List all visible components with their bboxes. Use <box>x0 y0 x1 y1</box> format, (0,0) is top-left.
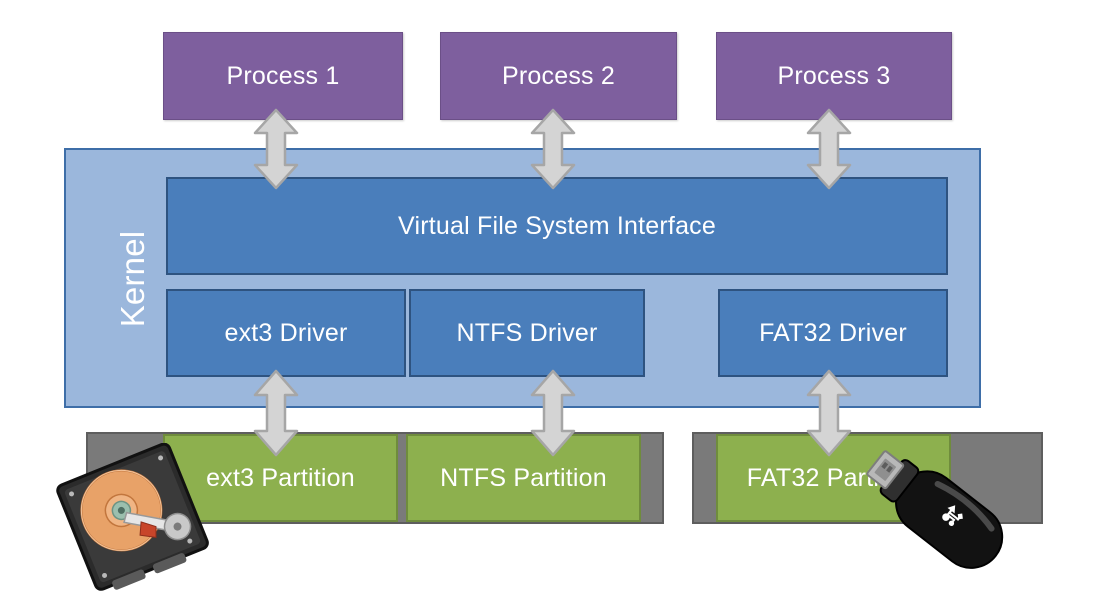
ntfs-partition-box: NTFS Partition <box>406 434 641 522</box>
arrow-process-1-to-vfs <box>253 108 299 190</box>
process-2-label: Process 2 <box>502 61 615 90</box>
fat32-driver-label: FAT32 Driver <box>759 318 907 347</box>
ext3-partition-box: ext3 Partition <box>163 434 398 522</box>
fat32-driver-box: FAT32 Driver <box>718 289 948 377</box>
ntfs-partition-label: NTFS Partition <box>440 463 607 492</box>
process-3-box: Process 3 <box>716 32 952 120</box>
ntfs-driver-label: NTFS Driver <box>456 318 598 347</box>
process-1-label: Process 1 <box>226 61 340 90</box>
arrow-process-3-to-vfs <box>806 108 852 190</box>
kernel-label: Kernel <box>114 230 151 328</box>
ext3-driver-box: ext3 Driver <box>166 289 406 377</box>
process-1-box: Process 1 <box>163 32 403 120</box>
arrow-process-2-to-vfs <box>530 108 576 190</box>
usb-flash-drive-icon <box>866 450 1004 569</box>
vfs-label: Virtual File System Interface <box>398 211 716 240</box>
ext3-driver-label: ext3 Driver <box>224 318 348 347</box>
arrow-ntfs-driver-to-ntfs-partition <box>530 369 576 457</box>
arrow-fat32-driver-to-fat32-partition <box>806 369 852 457</box>
ext3-partition-label: ext3 Partition <box>206 463 355 492</box>
arrow-ext3-driver-to-ext3-partition <box>253 369 299 457</box>
virtual-file-system-interface-box: Virtual File System Interface <box>166 177 948 275</box>
ntfs-driver-box: NTFS Driver <box>409 289 645 377</box>
hard-disk-drive-icon <box>56 443 209 591</box>
process-3-label: Process 3 <box>777 61 891 90</box>
process-2-box: Process 2 <box>440 32 677 120</box>
